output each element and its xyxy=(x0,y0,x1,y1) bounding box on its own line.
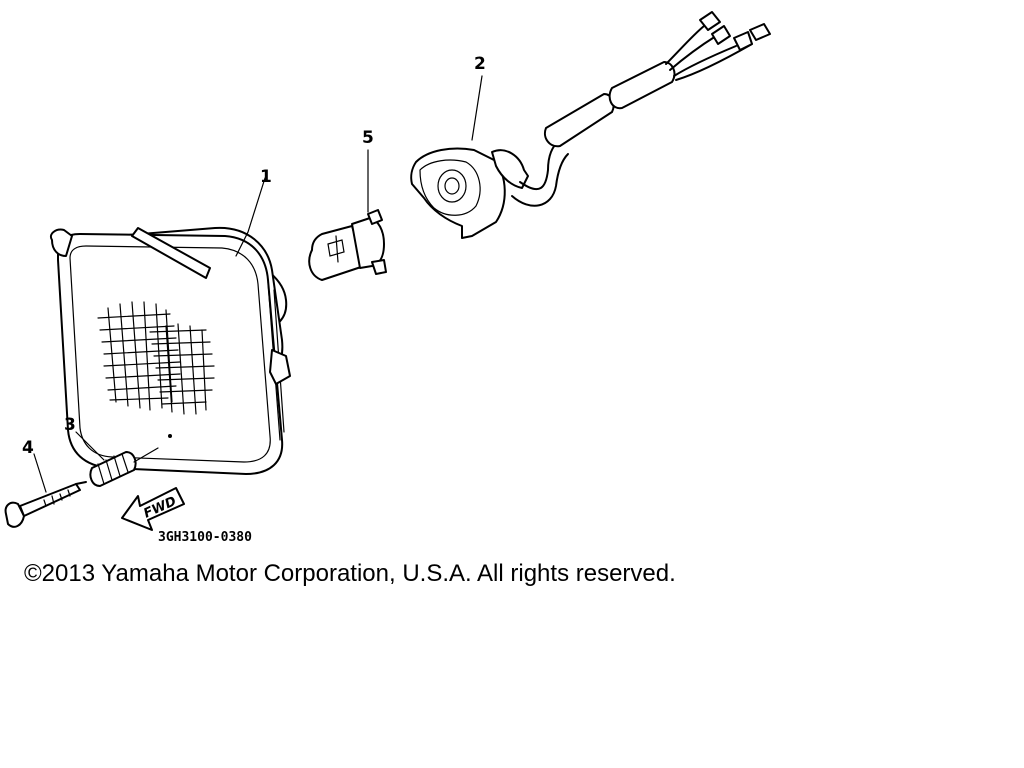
leader-line-1 xyxy=(235,177,266,257)
callout-4: 4 xyxy=(22,438,34,458)
callout-1: 1 xyxy=(260,167,272,187)
spring-icon xyxy=(89,447,159,487)
callout-5: 5 xyxy=(362,128,374,148)
part-code: 3GH3100-0380 xyxy=(158,530,252,545)
leader-line-4 xyxy=(33,453,47,493)
headlight-lens-icon xyxy=(50,226,291,475)
leader-line-2 xyxy=(471,75,483,141)
bulb-socket-harness-icon xyxy=(410,11,771,239)
leader-line-3 xyxy=(75,431,105,461)
screw-icon xyxy=(4,481,87,528)
callout-3: 3 xyxy=(64,415,76,435)
bulb-icon xyxy=(308,209,387,281)
callout-2: 2 xyxy=(474,54,486,74)
fwd-arrow-icon: FWD xyxy=(121,487,185,531)
copyright-notice: ©2013 Yamaha Motor Corporation, U.S.A. A… xyxy=(24,560,676,587)
